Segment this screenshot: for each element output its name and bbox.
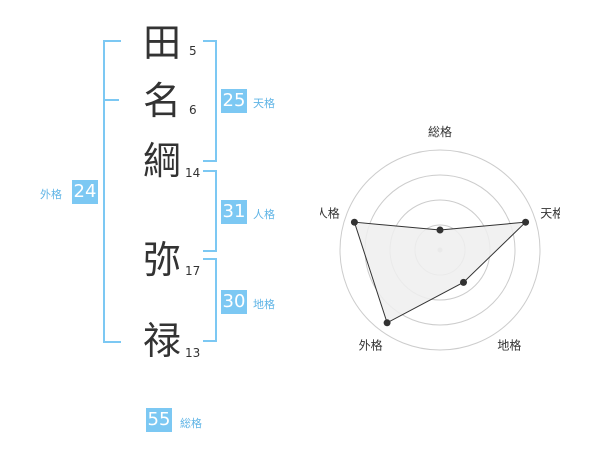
chikaku-score: 30 xyxy=(221,290,247,314)
jinkaku-bracket xyxy=(203,170,217,252)
radar-axis-label-4: 外格 xyxy=(359,337,383,352)
name-char-2: 名 xyxy=(143,79,182,123)
radar-point-5 xyxy=(350,218,358,226)
chikaku-label: 地格 xyxy=(253,298,275,311)
radar-point-1 xyxy=(436,226,444,234)
radar-ring-4 xyxy=(339,149,541,351)
soukaku-label: 総格 xyxy=(180,417,202,430)
stroke-count-5: 13 xyxy=(185,346,201,360)
name-char-5: 禄 xyxy=(143,319,182,363)
tenkaku-label: 天格 xyxy=(253,97,275,110)
radar-points xyxy=(350,218,530,327)
radar-point-2 xyxy=(522,218,530,226)
stroke-count-4: 17 xyxy=(185,264,201,278)
gaikaku-score: 24 xyxy=(72,180,98,204)
jinkaku-score: 31 xyxy=(221,200,247,224)
chikaku-bracket xyxy=(203,258,217,342)
stroke-count-3: 14 xyxy=(185,166,201,180)
radar-area xyxy=(353,221,527,324)
tenkaku-bracket xyxy=(203,40,217,162)
name-char-3: 綱 xyxy=(143,139,182,183)
tenkaku-score: 25 xyxy=(221,89,247,113)
gaikaku-bracket xyxy=(103,40,121,343)
radar-axis-label-2: 天格 xyxy=(540,206,560,221)
stroke-count-2: 6 xyxy=(189,103,197,117)
stroke-count-1: 5 xyxy=(189,44,197,58)
radar-point-3 xyxy=(460,278,468,286)
jinkaku-label: 人格 xyxy=(253,208,275,221)
radar-axis-label-5: 人格 xyxy=(320,206,340,221)
name-char-1: 田 xyxy=(143,21,182,65)
radar-axis-label-1: 総格 xyxy=(428,124,452,139)
radar-axis-label-3: 地格 xyxy=(497,337,521,352)
radar-point-4 xyxy=(383,319,391,327)
soukaku-score: 55 xyxy=(146,408,172,432)
gaikaku-label: 外格 xyxy=(40,188,62,201)
gaikaku-bracket-tick xyxy=(103,99,119,101)
name-char-4: 弥 xyxy=(143,238,182,282)
